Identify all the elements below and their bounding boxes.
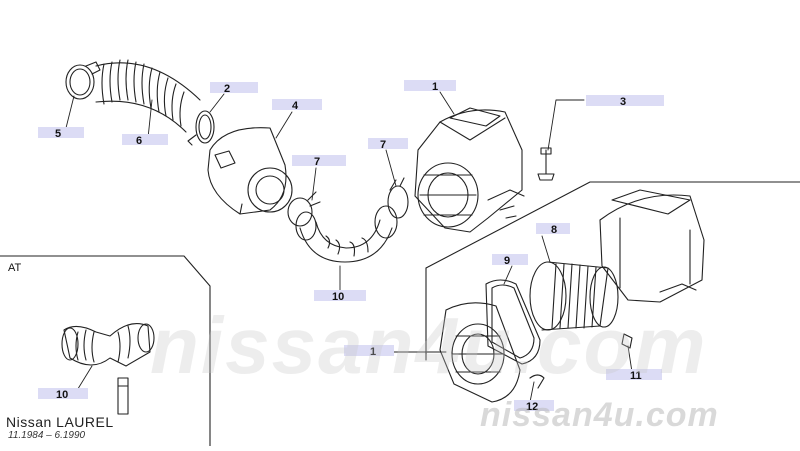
watermark-center: nissan4u.com <box>150 301 708 390</box>
svg-text:9: 9 <box>504 255 510 267</box>
svg-text:12: 12 <box>526 401 538 413</box>
hose-clamp-7-right <box>387 177 409 219</box>
model-name: Nissan LAUREL <box>6 414 114 430</box>
callout-9: 9 <box>492 254 528 267</box>
callout-4: 4 <box>272 99 322 112</box>
watermark-bottom: nissan4u.com <box>480 396 719 434</box>
hose-clamp-7-left <box>287 191 321 227</box>
callout-8: 8 <box>536 223 570 236</box>
callout-11: 11 <box>606 369 662 382</box>
callout-6: 6 <box>122 134 168 147</box>
elbow-hose-10 <box>295 205 398 263</box>
clip-11 <box>621 333 633 349</box>
callout-12: 12 <box>514 400 554 413</box>
svg-text:4: 4 <box>292 100 299 112</box>
air-filter-element-8 <box>529 261 619 331</box>
callout-1-top: 1 <box>404 80 456 93</box>
callout-7-right: 7 <box>368 138 408 151</box>
svg-text:7: 7 <box>314 156 320 168</box>
callout-10-at: 10 <box>38 388 88 401</box>
callout-labels: 5 6 2 4 1 3 7 7 <box>38 80 664 413</box>
clamp-ring-2 <box>187 110 215 146</box>
model-years: 11.1984 – 6.1990 <box>8 430 86 441</box>
svg-text:6: 6 <box>136 135 142 147</box>
gasket-9 <box>485 279 541 365</box>
callout-5: 5 <box>38 127 84 140</box>
hose-pipe-at <box>117 377 129 415</box>
air-cleaner-upper-1 <box>414 107 525 233</box>
svg-text:8: 8 <box>551 224 557 236</box>
air-cleaner-lower-1 <box>439 302 521 403</box>
svg-text:7: 7 <box>380 139 386 151</box>
callout-2: 2 <box>210 82 258 95</box>
callout-1-lower: 1 <box>344 345 394 358</box>
hose-clamp-5 <box>65 61 101 100</box>
svg-text:11: 11 <box>630 370 642 382</box>
svg-text:5: 5 <box>55 128 61 140</box>
bolt-3 <box>537 147 555 181</box>
callout-7-left: 7 <box>292 155 346 168</box>
resonator-4 <box>207 127 293 215</box>
callout-3: 3 <box>586 95 664 108</box>
svg-text:1: 1 <box>370 346 376 358</box>
svg-text:3: 3 <box>620 96 626 108</box>
svg-text:1: 1 <box>432 81 438 93</box>
at-section-frame <box>0 255 211 447</box>
elbow-hose-10-at <box>61 323 155 367</box>
svg-text:2: 2 <box>224 83 230 95</box>
leader-lines <box>65 91 633 403</box>
section-label-at: AT <box>8 262 22 274</box>
exploded-view-frame <box>425 181 800 361</box>
callout-10-center: 10 <box>314 290 366 303</box>
svg-text:10: 10 <box>56 389 68 401</box>
air-cleaner-upper-1-exploded <box>599 189 705 303</box>
clip-12 <box>529 374 545 389</box>
svg-text:10: 10 <box>332 291 344 303</box>
air-duct-hose-6 <box>95 59 201 133</box>
